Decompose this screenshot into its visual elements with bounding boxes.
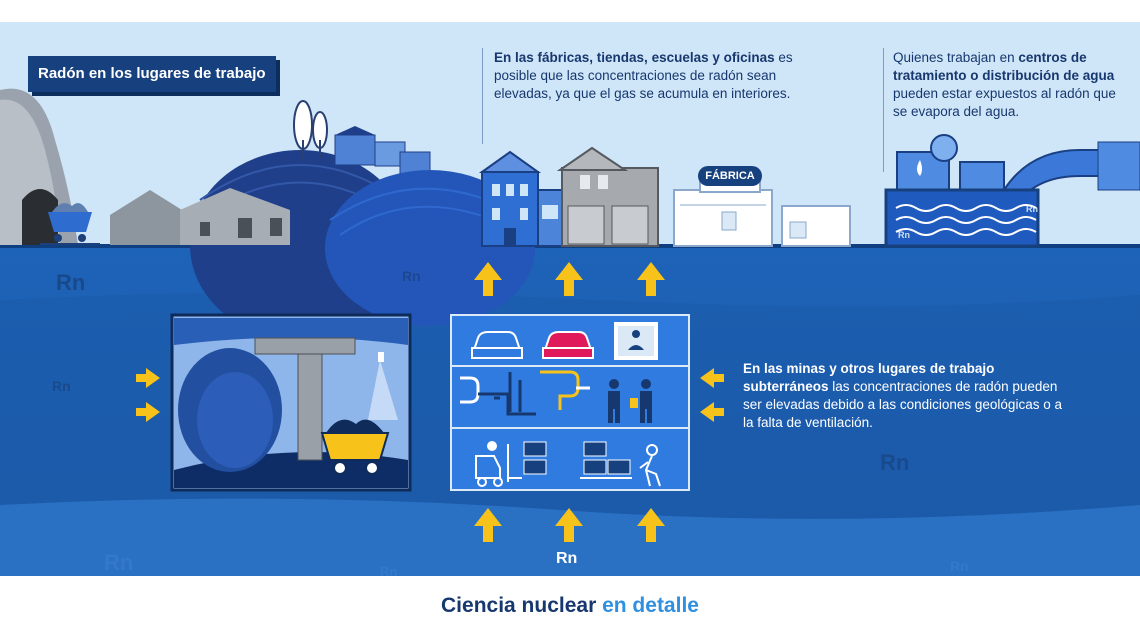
forklift-icon [475,441,522,487]
callout-water-bold: centros de tratamiento o distribución de… [893,50,1115,83]
worker-icon [608,379,652,423]
callout-line-buildings [482,48,483,144]
stone-house [110,190,190,245]
arrow-left-icon [700,368,724,422]
factory-icon [673,166,851,247]
car-icon [542,331,594,359]
callout-line-water [883,48,884,172]
mine-cart-icon [40,203,100,245]
callout-water: Quienes trabajan en centros de tratamien… [893,49,1123,121]
callout-buildings-text: es posible que las concentraciones de ra… [494,50,793,101]
mine-entrance [22,189,58,245]
callout-mines-text: las concentraciones de radón pueden ser … [743,379,1062,430]
footer-highlight: en detalle [602,594,699,617]
radon-symbol: Rn [52,378,71,394]
radon-symbol: Rn [880,450,910,475]
radon-symbol: Rn [56,270,86,295]
radon-symbol: Rn [380,564,398,579]
radon-symbol: Rn [402,268,421,284]
callout-buildings-bold: En las fábricas, tiendas, escuelas y ofi… [494,50,775,65]
arrow-up-icon [474,262,665,296]
factory-sign: FÁBRICA [705,170,755,182]
radon-source-label: Rn [556,550,578,567]
radon-symbol: Rn [104,550,134,575]
house-icon [556,146,659,247]
lamp-icon [368,360,398,420]
arrow-right-icon [136,368,160,422]
radon-symbol: Rn [950,558,969,574]
store-building-icon [537,189,563,247]
radon-symbol: Rn [898,230,910,240]
monitor-icon [614,322,658,360]
village-icon [334,126,431,175]
callout-mines-bold: En las minas y otros lugares de trabajo … [743,361,995,394]
arrow-up-icon [474,508,665,542]
worker-icon [639,444,661,487]
boxes-icon [523,441,632,479]
footer-main: Ciencia nuclear [441,594,597,617]
water-tank-icon [896,134,1140,202]
pipes-icon [460,370,590,416]
callout-water-post: pueden estar expuestos al radón que se e… [893,86,1116,119]
callout-buildings: En las fábricas, tiendas, escuelas y ofi… [494,49,814,103]
callout-water-pre: Quienes trabajan en [893,50,1019,65]
car-icon [471,331,523,359]
building-panel [450,314,690,491]
mine-panel [170,313,412,492]
footer-brand: Ciencia nuclear en detalle [0,594,1140,618]
school-building-icon [478,150,542,247]
mine-cart-icon [320,419,390,475]
callout-mines: En las minas y otros lugares de trabajo … [743,360,1063,432]
page-title: Radón en los lugares de trabajo [28,56,276,92]
radon-symbol: Rn [1026,204,1038,214]
